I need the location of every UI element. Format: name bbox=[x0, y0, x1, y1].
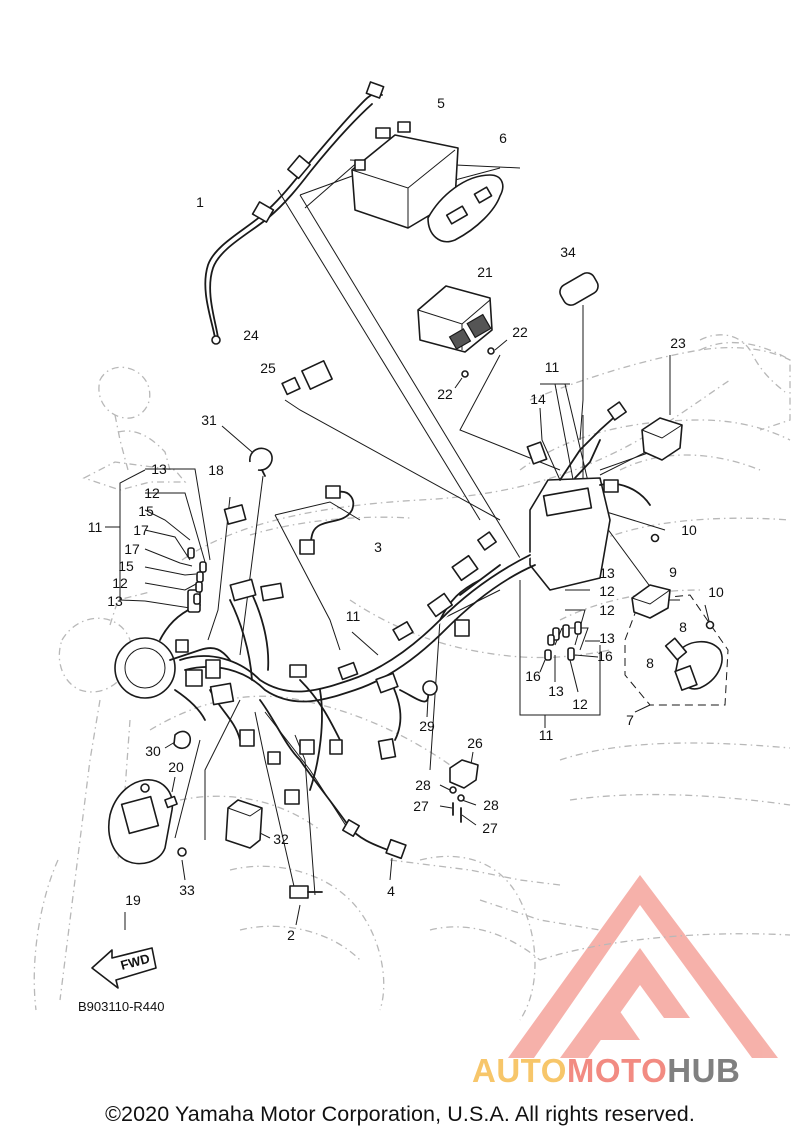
bolt-22b bbox=[461, 370, 469, 378]
callout-18: 18 bbox=[208, 462, 224, 478]
callout-14: 14 bbox=[530, 391, 546, 407]
callout-10b: 10 bbox=[708, 584, 724, 600]
fuse-box-part bbox=[529, 401, 651, 591]
callout-12e: 12 bbox=[572, 696, 588, 712]
cap-part bbox=[559, 272, 599, 306]
fuse-18-part bbox=[223, 504, 247, 525]
callout-16b: 16 bbox=[525, 668, 541, 684]
callout-12d: 12 bbox=[599, 602, 615, 618]
battery-cover-part bbox=[427, 174, 504, 243]
bolt-22a bbox=[487, 347, 495, 355]
callout-11b: 11 bbox=[88, 519, 103, 535]
callout-11c: 11 bbox=[346, 608, 361, 624]
callout-24: 24 bbox=[243, 327, 259, 343]
callout-30: 30 bbox=[145, 743, 161, 759]
callout-31: 31 bbox=[201, 412, 217, 428]
callout-32: 32 bbox=[273, 831, 289, 847]
callout-3: 3 bbox=[374, 539, 382, 555]
copyright-notice: ©2020 Yamaha Motor Corporation, U.S.A. A… bbox=[105, 1102, 695, 1126]
callout-13a: 13 bbox=[151, 461, 167, 477]
fwd-arrow-icon: FWD bbox=[91, 947, 157, 989]
battery-lead-wire-part bbox=[204, 81, 385, 345]
screw-33-part bbox=[177, 847, 187, 857]
fuse-group-right bbox=[544, 621, 582, 661]
fuse-group-left bbox=[187, 547, 207, 605]
callout-1: 1 bbox=[196, 194, 204, 210]
callout-21: 21 bbox=[477, 264, 493, 280]
callout-10a: 10 bbox=[681, 522, 697, 538]
callout-6: 6 bbox=[499, 130, 507, 146]
wordmark-hub: HUB bbox=[667, 1052, 741, 1089]
relay-part bbox=[641, 417, 683, 461]
wordmark-moto: MOTO bbox=[566, 1052, 668, 1089]
bolt-20-part bbox=[164, 795, 178, 809]
callout-26: 26 bbox=[467, 735, 483, 751]
callout-28a: 28 bbox=[415, 777, 431, 793]
callout-19: 19 bbox=[125, 892, 141, 908]
callout-20: 20 bbox=[168, 759, 184, 775]
callout-33: 33 bbox=[179, 882, 195, 898]
regulator-part bbox=[417, 285, 493, 353]
callout-numbers: 1 2 3 4 5 6 7 8 8 9 10 10 11 11 11 11 12… bbox=[88, 95, 724, 943]
callout-13e: 13 bbox=[548, 683, 564, 699]
starter-relay-part bbox=[631, 584, 671, 619]
callout-12b: 12 bbox=[112, 575, 128, 591]
relay-assy-7-part bbox=[650, 533, 723, 691]
callout-4: 4 bbox=[387, 883, 395, 899]
clamp-29-part bbox=[422, 680, 438, 696]
callout-28b: 28 bbox=[483, 797, 499, 813]
callout-8b: 8 bbox=[646, 655, 654, 671]
callout-27a: 27 bbox=[413, 798, 429, 814]
clamp-30-part bbox=[173, 730, 192, 750]
callout-15a: 15 bbox=[138, 503, 154, 519]
callout-2: 2 bbox=[287, 927, 295, 943]
callout-16a: 16 bbox=[597, 648, 613, 664]
callout-9: 9 bbox=[669, 564, 677, 580]
callout-12a: 12 bbox=[144, 485, 160, 501]
callout-22b: 22 bbox=[437, 386, 453, 402]
callout-23: 23 bbox=[670, 335, 686, 351]
svg-text:FWD: FWD bbox=[119, 951, 151, 973]
automotohub-logo bbox=[508, 875, 778, 1058]
callout-8a: 8 bbox=[679, 619, 687, 635]
sensor-26-part bbox=[449, 759, 479, 823]
left-harness-part bbox=[114, 589, 231, 721]
band-part bbox=[249, 447, 273, 477]
callout-11a: 11 bbox=[545, 359, 560, 375]
callout-29: 29 bbox=[419, 718, 435, 734]
callout-11d: 11 bbox=[539, 727, 554, 743]
ecu-module-32-part bbox=[225, 799, 263, 849]
callout-17a: 17 bbox=[133, 522, 149, 538]
callout-13d: 13 bbox=[599, 630, 615, 646]
sensor-2-part bbox=[289, 885, 323, 899]
callout-12c: 12 bbox=[599, 583, 615, 599]
sensor-lead-part bbox=[342, 819, 407, 860]
callout-25: 25 bbox=[260, 360, 276, 376]
sub-wire-harness-part bbox=[299, 485, 355, 555]
wordmark-auto: AUTO bbox=[472, 1052, 567, 1089]
connector-14-part bbox=[526, 441, 548, 465]
reference-code: B903110-R440 bbox=[78, 999, 165, 1014]
callout-34: 34 bbox=[560, 244, 576, 260]
automotohub-wordmark: AUTOMOTOHUB bbox=[472, 1054, 740, 1088]
motorcycle-ghost-outline bbox=[33, 334, 791, 1021]
callout-17b: 17 bbox=[124, 541, 140, 557]
bracket-19-part bbox=[108, 779, 174, 865]
callout-13b: 13 bbox=[107, 593, 123, 609]
callout-5: 5 bbox=[437, 95, 445, 111]
callout-27b: 27 bbox=[482, 820, 498, 836]
callout-13c: 13 bbox=[599, 565, 615, 581]
callout-15b: 15 bbox=[118, 558, 134, 574]
main-harness-part bbox=[177, 531, 536, 826]
callout-22a: 22 bbox=[512, 324, 528, 340]
callout-7: 7 bbox=[626, 712, 634, 728]
connector-24-part bbox=[281, 360, 333, 396]
